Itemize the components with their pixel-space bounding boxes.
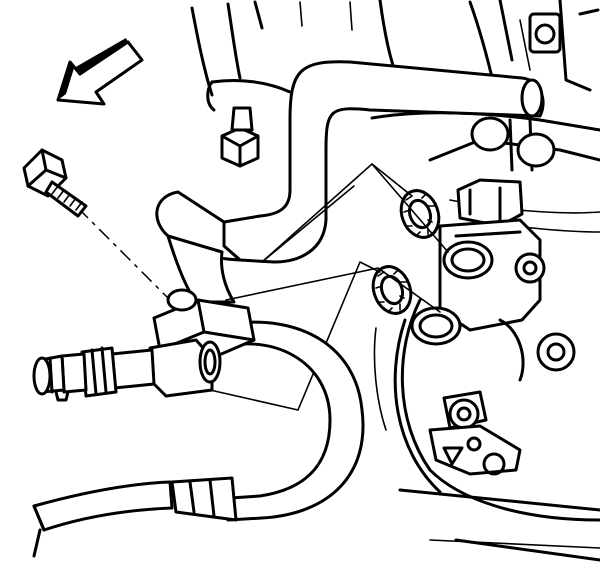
- sealing-washer-lower: [371, 265, 413, 315]
- manifold-block: [410, 116, 576, 476]
- arrow-up-left-icon: [56, 38, 144, 106]
- sealing-washer-upper: [399, 189, 441, 239]
- hose-clamp-block: [148, 288, 256, 398]
- housing-bolt: [220, 106, 260, 168]
- upper-refrigerant-hose: [155, 60, 545, 304]
- hose-bolt: [22, 148, 88, 218]
- lower-refrigerant-hose: [32, 320, 365, 558]
- engine-housing: [190, 0, 600, 562]
- suction-pipe-fitting: [32, 346, 156, 402]
